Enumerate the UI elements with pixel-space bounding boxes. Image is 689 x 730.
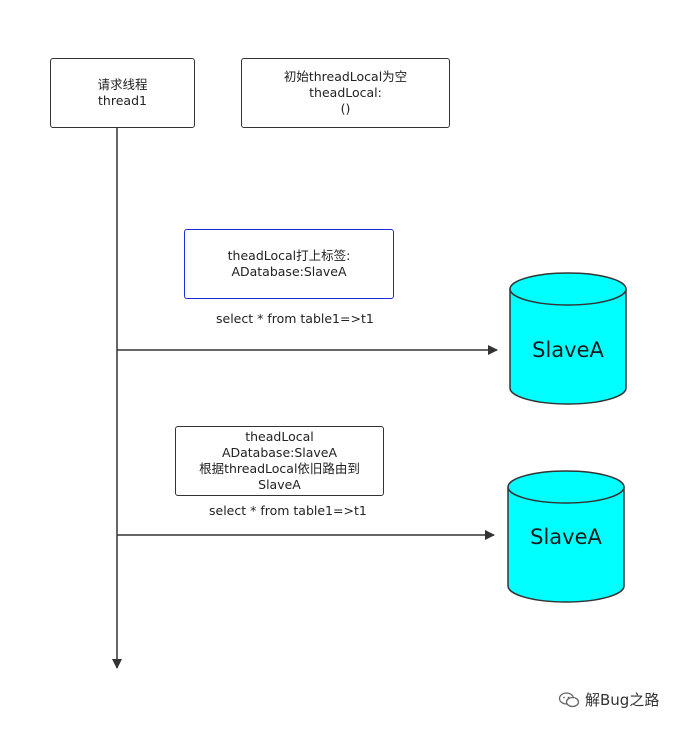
watermark-text: 解Bug之路 [585,691,660,709]
route-box-line: ADatabase:SlaveA [221,445,338,460]
thread-box: 请求线程 thread1 [50,58,195,128]
database-cylinder-2 [507,470,625,603]
route-box-line: 根据threadLocal依旧路由到 [199,461,360,476]
thread-box-line: 请求线程 [97,77,148,92]
database-label-1: SlaveA [532,338,604,362]
route-threadlocal-box: theadLocal ADatabase:SlaveA 根据threadLoca… [175,426,384,496]
init-box-line: () [340,101,351,116]
route-box-line: SlaveA [258,477,301,492]
init-threadlocal-box: 初始threadLocal为空 theadLocal: () [241,58,450,128]
init-box-line: 初始threadLocal为空 [283,69,408,84]
database-label-2: SlaveA [530,525,602,549]
wechat-icon [558,691,580,707]
watermark: 解Bug之路 [558,689,659,710]
init-box-line: theadLocal: [309,85,382,100]
query-label-2: select * from table1=>t1 [209,503,367,518]
query-label-1: select * from table1=>t1 [216,311,374,326]
thread-box-line: thread1 [98,93,147,108]
tag-box-line: ADatabase:SlaveA [231,264,347,279]
route-box-line: theadLocal [245,429,314,444]
database-cylinder-1 [509,272,627,405]
tag-box-line: theadLocal打上标签: [227,248,351,263]
tag-threadlocal-box: theadLocal打上标签: ADatabase:SlaveA [184,229,394,299]
